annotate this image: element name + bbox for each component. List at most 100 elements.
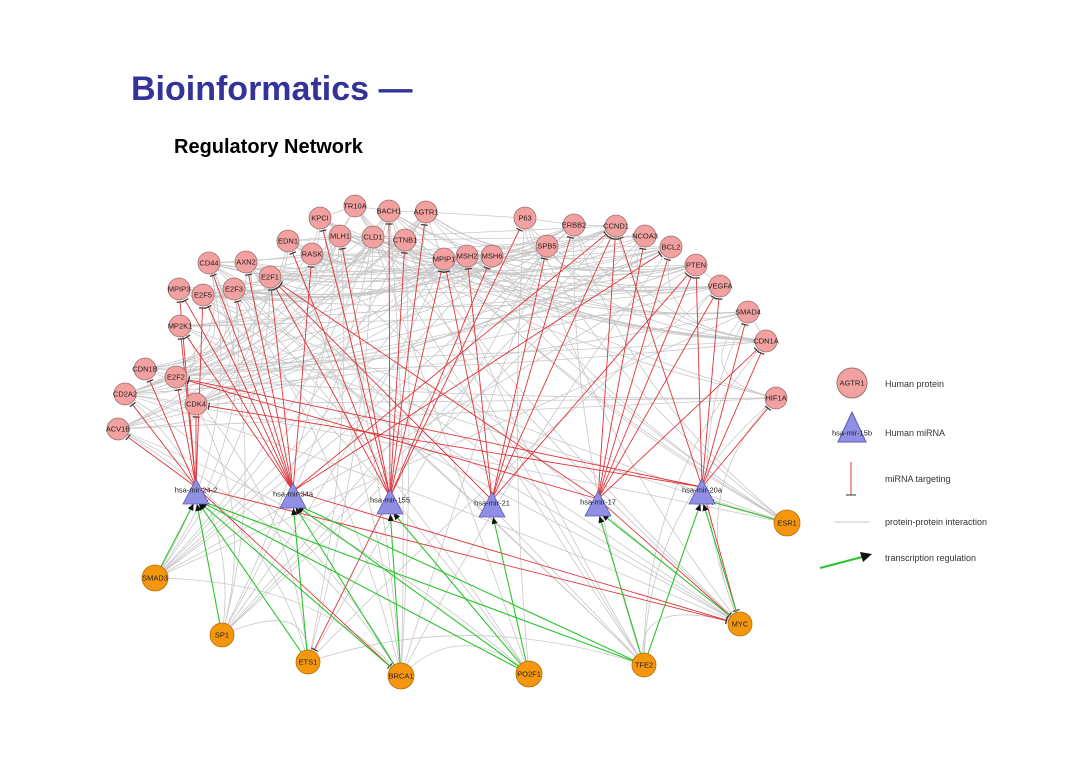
protein-node-circle — [377, 199, 401, 223]
protein-node-bach1[interactable]: BACH1 — [376, 199, 402, 223]
targeting-edge — [467, 268, 493, 501]
protein-node-spb5[interactable]: SPB5 — [535, 234, 559, 258]
ppi-edge — [195, 397, 777, 405]
ppi-edge — [178, 288, 741, 625]
protein-node-cdk4[interactable]: CDK4 — [184, 392, 208, 416]
tf-node-ets1[interactable]: ETS1 — [295, 649, 321, 675]
protein-node-rask[interactable]: RASK — [300, 242, 324, 266]
protein-node-axn2[interactable]: AXN2 — [234, 250, 258, 274]
protein-node-circle — [234, 250, 258, 274]
targeting-edge — [701, 324, 746, 488]
protein-node-vegfa[interactable]: VEGFA — [707, 274, 733, 298]
protein-node-e2f2[interactable]: E2F2 — [164, 365, 188, 389]
ppi-edge — [573, 224, 788, 524]
targeting-edge — [292, 253, 661, 492]
ppi-edge — [319, 217, 777, 399]
ppi-edge — [311, 253, 741, 625]
protein-node-e2f3[interactable]: E2F3 — [222, 277, 246, 301]
protein-node-circle — [684, 253, 708, 277]
protein-node-smad4[interactable]: SMAD4 — [735, 300, 761, 324]
protein-node-circle — [764, 386, 788, 410]
mirna-node-hsa-mir-34a[interactable]: hsa-mir-34a — [273, 482, 314, 509]
protein-node-circle — [113, 382, 137, 406]
protein-node-tr10a[interactable]: TR10A — [343, 194, 367, 218]
regulation-edge — [293, 511, 309, 663]
protein-node-label: CD44 — [199, 259, 218, 268]
protein-node-msh2[interactable]: MSH2 — [455, 244, 479, 268]
regulation-edge — [200, 506, 309, 663]
protein-node-cdn1a[interactable]: CDN1A — [753, 329, 779, 353]
protein-node-acv1b[interactable]: ACV1B — [106, 417, 131, 441]
protein-node-label: E2F1 — [261, 273, 279, 282]
protein-node-label: CTNB1 — [393, 236, 418, 245]
ppi-edge — [179, 325, 741, 625]
protein-node-e2f1[interactable]: E2F1 — [258, 265, 282, 289]
protein-node-circle — [258, 265, 282, 289]
protein-node-e2f5[interactable]: E2F5 — [191, 283, 215, 307]
tf-node-myc[interactable]: MYC — [727, 611, 753, 637]
protein-node-bcl2[interactable]: BCL2 — [659, 235, 683, 259]
mirna-node-hsa-mir-20a[interactable]: hsa-mir-20a — [682, 478, 723, 505]
protein-node-cd44[interactable]: CD44 — [197, 251, 221, 275]
protein-node-label: BCL2 — [662, 243, 681, 252]
protein-node-circle — [659, 235, 683, 259]
mirna-node-hsa-mir-17[interactable]: hsa-mir-17 — [580, 490, 616, 517]
protein-node-mpip1[interactable]: MPIP1 — [432, 247, 456, 271]
ppi-edge — [175, 376, 777, 399]
targeting-edge — [389, 229, 520, 498]
targeting-edge — [389, 271, 442, 498]
targeting-edge — [292, 234, 607, 492]
tf-node-brca1[interactable]: BRCA1 — [387, 662, 415, 690]
regulation-arrowhead — [195, 503, 202, 512]
ppi-edge — [144, 224, 575, 370]
ppi-edge — [388, 210, 777, 399]
protein-node-cd2a2[interactable]: CD2A2 — [113, 382, 137, 406]
protein-node-mp2k1[interactable]: MP2K1 — [168, 314, 193, 338]
mirna-node-hsa-mir-24-2[interactable]: hsa-mir-24-2 — [175, 478, 218, 505]
protein-node-p63[interactable]: P63 — [513, 206, 537, 230]
ppi-edge — [269, 264, 697, 278]
tf-node-smad3[interactable]: SMAD3 — [141, 564, 169, 592]
targeting-edge-bar — [764, 405, 772, 411]
tf-node-esr1[interactable]: ESR1 — [773, 509, 801, 537]
protein-node-agtr1[interactable]: AGTR1 — [413, 200, 439, 224]
mirna-node-hsa-mir-21[interactable]: hsa-mir-21 — [474, 491, 510, 518]
protein-node-circle — [562, 213, 586, 237]
targeting-edge — [278, 286, 493, 501]
tf-node-sp1[interactable]: SP1 — [209, 622, 235, 648]
targeting-edge — [491, 237, 571, 501]
protein-node-circle — [300, 242, 324, 266]
targeting-edge — [491, 274, 688, 501]
protein-node-label: E2F3 — [225, 285, 243, 294]
ppi-edge — [546, 245, 767, 342]
protein-node-mlh1[interactable]: MLH1 — [328, 224, 352, 248]
protein-node-msh6[interactable]: MSH6 — [480, 244, 504, 268]
protein-node-label: P63 — [518, 214, 531, 223]
protein-node-ncoa3[interactable]: NCOA3 — [632, 224, 658, 248]
protein-node-edn1[interactable]: EDN1 — [276, 229, 300, 253]
protein-node-ctnb1[interactable]: CTNB1 — [393, 228, 418, 252]
ppi-edge — [339, 235, 697, 277]
ppi-edge — [221, 236, 374, 636]
regulation-edge — [600, 519, 645, 666]
protein-node-mpip3[interactable]: MPIP3 — [167, 277, 191, 301]
regulation-edge — [604, 516, 741, 625]
protein-node-kpci[interactable]: KPCI — [308, 206, 332, 230]
targeting-edge — [389, 224, 425, 498]
protein-node-circle — [343, 194, 367, 218]
targeting-edge-bar — [639, 247, 647, 250]
protein-node-label: TR10A — [343, 202, 366, 211]
protein-node-label: ACV1B — [106, 425, 131, 434]
mirna-node-hsa-mir-155[interactable]: hsa-mir-155 — [370, 488, 410, 515]
protein-node-cdn1b[interactable]: CDN1B — [132, 357, 158, 381]
protein-node-cld1[interactable]: CLD1 — [361, 225, 385, 249]
protein-node-erbb2[interactable]: ERBB2 — [562, 213, 587, 237]
protein-node-hif1a[interactable]: HIF1A — [764, 386, 788, 410]
protein-node-ccnd1[interactable]: CCND1 — [603, 214, 629, 238]
tf-node-po2f1[interactable]: PO2F1 — [515, 660, 543, 688]
ppi-edge — [124, 393, 741, 625]
regulation-edge — [390, 517, 402, 677]
tf-node-tfe2[interactable]: TFE2 — [631, 652, 657, 678]
protein-node-pten[interactable]: PTEN — [684, 253, 708, 277]
legend-targeting-label: miRNA targeting — [885, 474, 951, 484]
